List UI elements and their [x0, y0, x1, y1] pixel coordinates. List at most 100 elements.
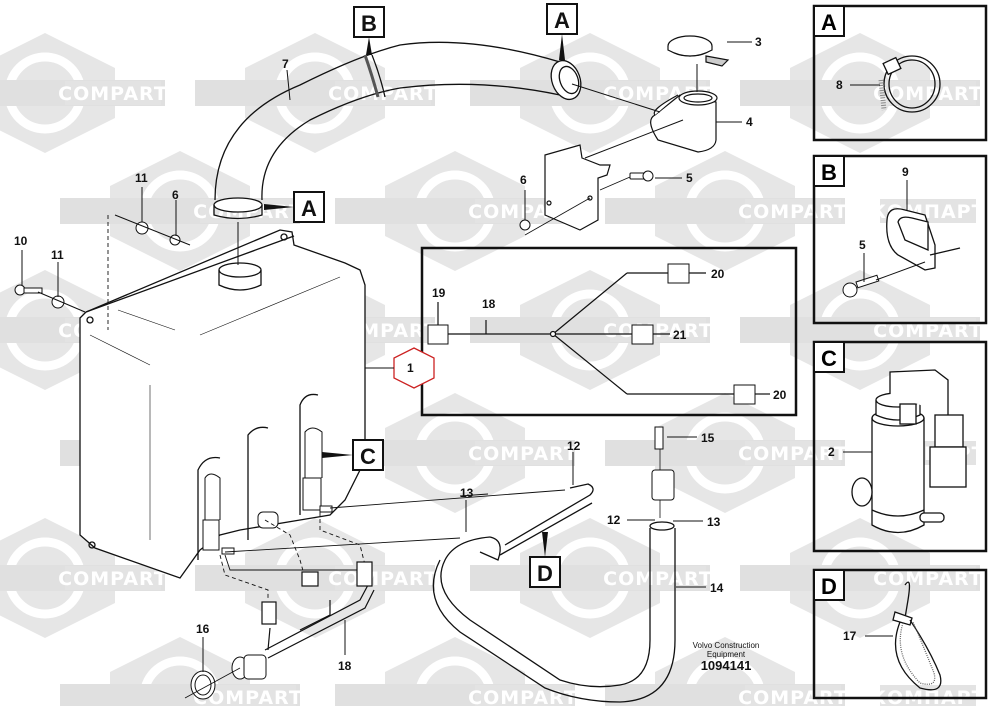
callout-7: 7 [282, 57, 289, 71]
harness-plug [231, 654, 267, 680]
callout-9: 9 [902, 165, 909, 179]
svg-text:COMPART: COMPART [58, 568, 168, 590]
callout-17: 17 [843, 629, 857, 643]
callout-21: 21 [673, 328, 687, 342]
svg-text:COMPART: COMPART [738, 687, 848, 706]
watermark: COMPART [0, 33, 168, 153]
detail-letter-a: A [821, 10, 837, 35]
callout-18-inset: 18 [482, 297, 496, 311]
callout-8: 8 [836, 78, 843, 92]
fasteners-left [14, 214, 191, 313]
detail-panel-b: B [812, 154, 988, 325]
connector-20-top [667, 263, 690, 284]
callout-10: 10 [14, 234, 28, 248]
filler-hose [213, 41, 582, 220]
pump-on-tank-left [202, 473, 235, 555]
svg-text:C: C [360, 444, 376, 469]
svg-text:COMPART: COMPART [603, 320, 713, 342]
svg-text:COMPART: COMPART [193, 687, 303, 706]
credit-line-1: Volvo Construction [693, 641, 760, 650]
lock-ring-16 [190, 670, 216, 700]
callout-1-hexagon[interactable]: 1 [365, 347, 435, 389]
filler-neck [650, 90, 718, 153]
callout-12-top: 12 [567, 439, 581, 453]
hose-clamp-8 [878, 55, 941, 113]
callout-20-top: 20 [711, 267, 725, 281]
screw-5-detail [842, 261, 926, 298]
callout-11-left: 11 [51, 248, 64, 262]
callout-5: 5 [686, 171, 693, 185]
detail-letter-b: B [821, 160, 837, 185]
nut-6-right [519, 219, 531, 231]
svg-text:A: A [301, 196, 317, 221]
watermark: COMPART [740, 33, 983, 153]
watermark: COMPART [470, 518, 713, 638]
clip-9 [886, 208, 961, 271]
connector-21 [631, 324, 654, 345]
credit-line-2: Equipment [707, 650, 746, 659]
svg-text:COMPART: COMPART [873, 568, 983, 590]
svg-text:B: B [361, 11, 377, 36]
wiring-inset [420, 246, 798, 417]
callout-3: 3 [755, 35, 762, 49]
connector-19 [427, 324, 449, 345]
watermark: COMPART [60, 637, 303, 706]
callout-6-left: 6 [172, 188, 179, 202]
callout-19: 19 [432, 286, 446, 300]
callout-12-right: 12 [607, 513, 621, 527]
svg-text:COMPART: COMPART [738, 443, 848, 465]
watermark: COMPART [195, 33, 438, 153]
svg-text:A: A [554, 8, 570, 33]
callout-18-bottom: 18 [338, 659, 352, 673]
illustration-number: 1094141 [701, 658, 752, 673]
callout-5-detail: 5 [859, 238, 866, 252]
watermark: COMPART [470, 270, 713, 390]
svg-text:COMPART: COMPART [328, 568, 438, 590]
watermark: COMPART [195, 518, 438, 638]
svg-text:COMPART: COMPART [738, 201, 848, 223]
ref-box-a-top: A [546, 3, 578, 60]
hose-connector-15 [651, 426, 675, 501]
pump-on-tank-right [302, 427, 333, 513]
watermark: КОМПАРТ [870, 685, 985, 706]
ref-box-a-left: A [264, 191, 325, 223]
lines [219, 489, 566, 600]
filler-cap [667, 35, 730, 67]
watermark: COMPART [335, 637, 578, 706]
washer-hose [432, 483, 676, 703]
callout-13-left: 13 [460, 486, 474, 500]
svg-text:COMPART: COMPART [328, 83, 438, 105]
detail-panel-a: A [812, 4, 988, 142]
callout-15: 15 [701, 431, 715, 445]
watermark: COMPART [605, 151, 848, 271]
detail-letter-c: C [821, 346, 837, 371]
callout-6-right: 6 [520, 173, 527, 187]
detail-panel-c: C [812, 340, 988, 553]
svg-text:COMPART: COMPART [468, 443, 578, 465]
callout-14: 14 [710, 581, 724, 595]
ref-box-c: C [322, 439, 384, 471]
publisher-credit: Volvo Construction Equipment 1094141 [693, 641, 760, 673]
ref-box-d: D [529, 532, 561, 588]
detail-letter-d: D [821, 574, 837, 599]
callout-16: 16 [196, 622, 210, 636]
ref-box-b-top: B [353, 6, 385, 55]
watermark: COMPART [0, 518, 168, 638]
cable-tie-17 [892, 581, 942, 691]
detail-panel-d: D [812, 568, 988, 700]
watermark: COMPART [335, 393, 578, 513]
callout-11-top: 11 [135, 171, 148, 185]
svg-text:COMPART: COMPART [468, 687, 578, 706]
callout-20-bottom: 20 [773, 388, 787, 402]
connector-20-bottom [733, 384, 756, 405]
wiring-harness [261, 561, 375, 659]
callout-2: 2 [828, 445, 835, 459]
watermark: COMPART [740, 518, 983, 638]
svg-text:COMPART: COMPART [873, 320, 983, 342]
washer-pump-2 [851, 369, 967, 534]
callout-labels: 7 3 4 5 6 11 6 10 11 12 13 15 12 13 14 1… [14, 35, 909, 673]
callout-13-right: 13 [707, 515, 721, 529]
mounting-bracket [544, 144, 611, 231]
svg-text:1: 1 [407, 361, 414, 375]
svg-text:КОМПАРТ: КОМПАРТ [870, 687, 985, 706]
